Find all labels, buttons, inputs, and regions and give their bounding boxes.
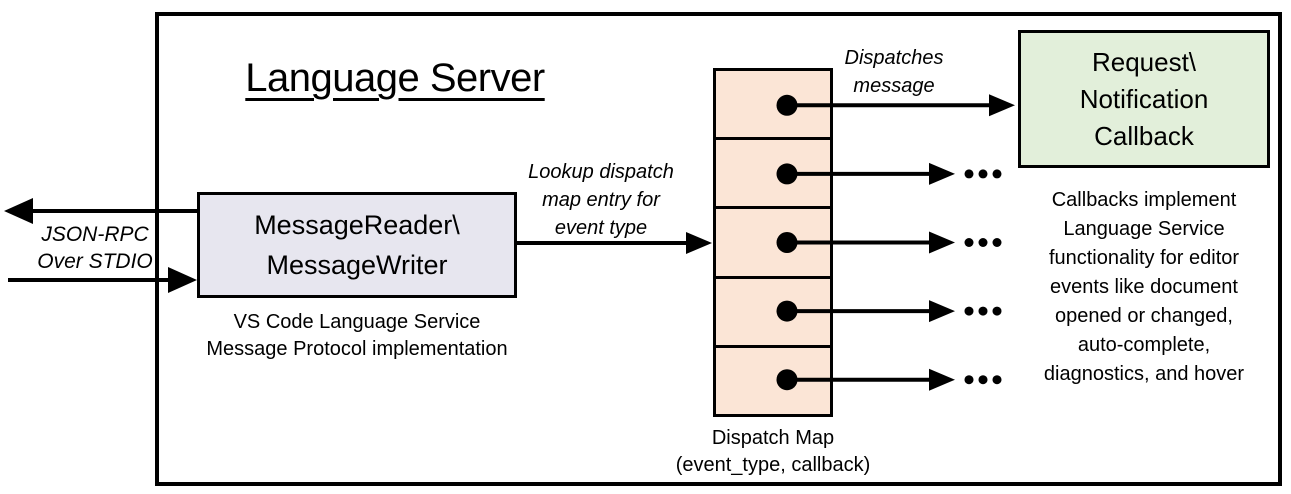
request-notification-callback-label: Request\ Notification Callback [1079,46,1209,151]
language-server-frame [155,12,1282,486]
dispatch-map-caption: Dispatch Map (event_type, callback) [675,427,871,476]
dispatch-map-cell [716,137,830,207]
dispatch-map-cell [716,275,830,345]
request-notification-callback-box: Request\ Notification Callback [1018,30,1270,168]
diagram-title: Language Server [245,56,545,100]
lookup-dispatch-label: Lookup dispatch map entry for event type [528,161,674,239]
message-reader-writer-label: MessageReader\ MessageWriter [254,210,460,280]
dispatch-map-cell [716,206,830,276]
callback-caption: Callbacks implement Language Service fun… [1043,189,1245,385]
dispatch-map-cell [716,344,830,415]
dispatches-message-label: Dispatches message [844,47,944,97]
dispatch-map [713,68,833,417]
io-protocol-label: JSON-RPC Over STDIO [37,223,153,273]
reader-caption: VS Code Language Service Message Protoco… [206,311,508,360]
message-reader-writer-box: MessageReader\ MessageWriter [197,192,517,298]
dispatch-map-cell [716,71,830,138]
